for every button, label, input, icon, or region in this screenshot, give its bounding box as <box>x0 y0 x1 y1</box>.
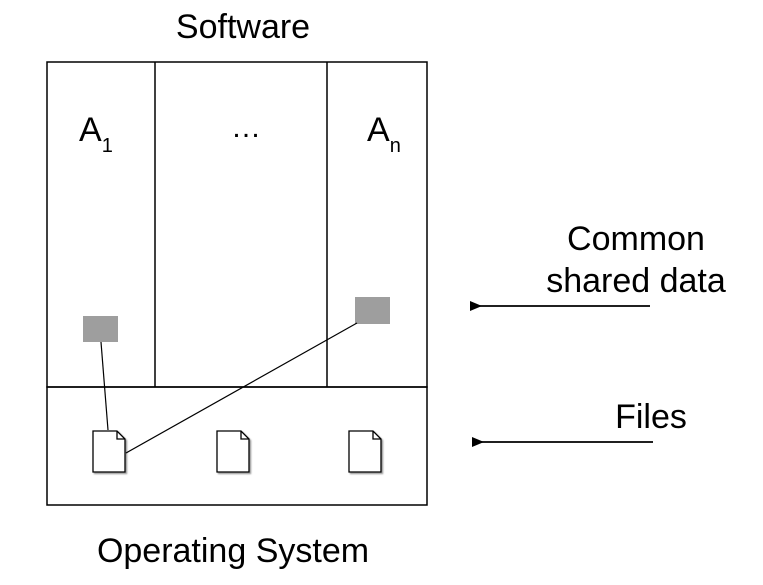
file-icon <box>92 430 126 473</box>
apps-ellipsis: … <box>231 111 261 144</box>
app-1-data-block <box>83 316 118 342</box>
app-n-label: An <box>367 111 401 157</box>
app-n-data-block <box>355 297 390 324</box>
files-label: Files <box>615 398 687 436</box>
app-n-subscript: n <box>390 135 401 157</box>
app-n-letter: A <box>367 111 390 149</box>
operating-system-title: Operating System <box>97 532 369 570</box>
connector-app-n-to-file <box>125 322 358 454</box>
app-1-label: A1 <box>79 111 113 157</box>
software-title: Software <box>176 8 310 46</box>
app-1-letter: A <box>79 111 102 149</box>
connector-app-1-to-file <box>100 341 109 431</box>
common-shared-data-label-line2: shared data <box>546 262 726 300</box>
os-box <box>46 386 428 506</box>
common-shared-data-label-line1: Common <box>567 220 705 258</box>
app-1-subscript: 1 <box>102 135 113 157</box>
file-icon <box>348 430 382 473</box>
file-icon <box>216 430 250 473</box>
